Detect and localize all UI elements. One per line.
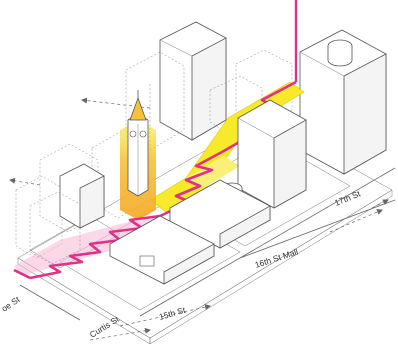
ground-base (17, 117, 393, 345)
middle-buildings (15, 99, 307, 259)
street-lines (19, 167, 396, 321)
label-15th-st: 15th St (158, 305, 187, 322)
direction-arrows (9, 97, 389, 341)
label-arapahoe-st: oe St (0, 294, 22, 314)
front-route (13, 214, 170, 280)
clock-tower (120, 90, 156, 220)
back-buildings (125, 21, 387, 175)
front-building (29, 191, 215, 285)
label-17th-st: 17th St (333, 188, 362, 208)
